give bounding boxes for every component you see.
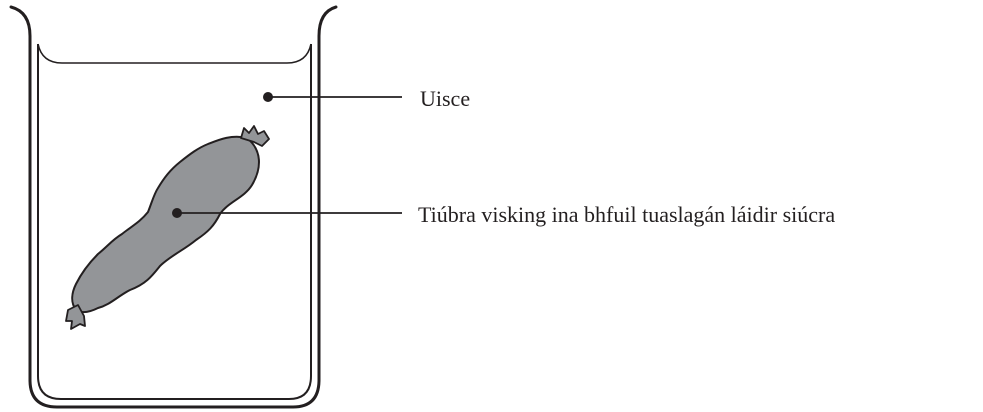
beaker-inner-wall: [37, 44, 312, 400]
visking-tubing: [71, 135, 260, 314]
tubing-knot-bottom: [65, 304, 86, 330]
tubing-label: Tiúbra visking ina bhfuil tuaslagán láid…: [418, 202, 835, 227]
tubing-knot-top: [240, 125, 270, 147]
water-label: Uisce: [420, 86, 470, 111]
water-surface: [37, 43, 312, 64]
beaker-outline: [9, 5, 338, 409]
